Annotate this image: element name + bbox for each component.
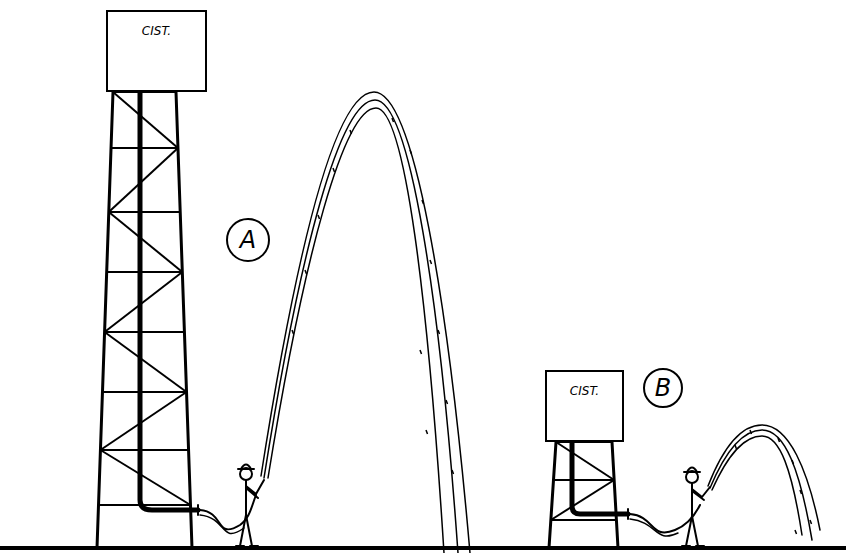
water-drop [446,400,448,404]
water-drop [792,460,794,464]
water-drop [350,130,352,134]
water-drop [778,438,780,442]
water-drop [438,330,440,334]
water-drop [318,215,320,219]
ground-line [0,546,846,550]
tower-leg [612,442,618,548]
water-jet [264,100,458,553]
tower-brace [107,271,183,273]
valve [197,505,199,515]
water-jet [261,92,470,553]
water-drop [305,270,307,274]
tower-brace [105,272,183,332]
cistern-tank: CIST. [106,10,207,92]
tower-brace [100,450,190,505]
hose [630,519,678,536]
pipe [140,92,198,510]
tower-brace [551,519,617,521]
tower-brace [556,442,614,480]
water-drop [333,168,335,172]
pipe [572,442,628,514]
water-drop [392,118,394,122]
label-circle: A [226,218,270,262]
fireman [682,468,710,547]
tower-brace [111,147,178,149]
tower-brace [553,479,614,481]
tower-brace [100,392,186,450]
water-drop [426,430,428,434]
water-drop [292,330,294,334]
tower-leg [176,92,192,548]
water-drop [410,150,412,154]
view-letter: B [655,376,671,400]
tower-brace [105,332,187,392]
water-drop [750,430,752,434]
tower-brace [105,331,185,333]
water-drop [795,530,797,534]
water-drop [735,445,737,449]
tower-brace [99,504,191,506]
label-circle: B [643,368,683,408]
valve [627,509,629,519]
water-drop [422,200,424,204]
tower-brace [113,92,178,148]
water-drop [452,470,454,474]
water-drop [420,350,422,354]
water-drop [800,490,802,494]
view-letter: A [240,228,256,252]
fireman [236,465,264,547]
tower-brace [109,211,180,213]
tower-leg [549,442,556,548]
water-jet [710,430,812,540]
tower-leg [97,92,113,548]
water-drop [430,260,432,264]
cistern-tank: CIST. [545,370,624,442]
tower-brace [551,480,614,520]
tank-label: CIST. [108,24,205,38]
hose [200,515,244,534]
tank-label: CIST. [547,384,622,398]
tower-brace [102,391,186,393]
tower-brace [109,148,178,212]
tower-brace [100,449,188,451]
water-jet [708,425,820,530]
tower-brace [109,212,183,272]
water-drop [810,520,812,524]
